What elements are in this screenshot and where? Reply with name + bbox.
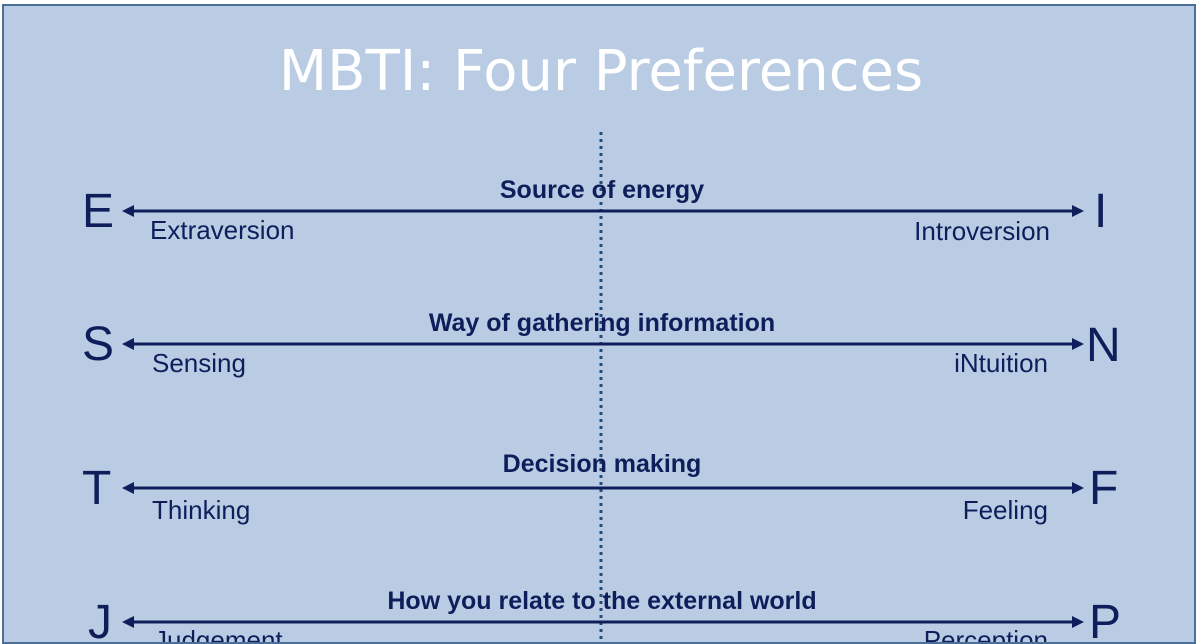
left-label: Thinking (152, 495, 251, 525)
row-heading: Decision making (502, 450, 702, 478)
double-arrow (122, 338, 1084, 350)
left-letter: J (88, 596, 112, 644)
left-label: Extraversion (150, 215, 295, 245)
row-heading: How you relate to the external world (387, 587, 817, 615)
right-letter: F (1089, 462, 1119, 515)
double-arrow (122, 205, 1084, 217)
center-dotted-divider (599, 132, 603, 642)
double-arrow (122, 482, 1084, 494)
left-letter: T (82, 462, 112, 515)
right-letter: N (1086, 319, 1121, 372)
right-letter: P (1089, 596, 1122, 644)
left-letter: E (82, 185, 115, 238)
left-letter: S (82, 318, 115, 371)
right-label: Feeling (962, 495, 1048, 525)
right-label: iNtuition (954, 348, 1048, 378)
right-letter: I (1094, 185, 1108, 238)
row-heading: Source of energy (499, 176, 705, 204)
row-heading: Way of gathering information (428, 309, 776, 337)
slide-title: MBTI: Four Preferences (278, 39, 924, 104)
right-label: Perception (923, 625, 1048, 644)
right-label: Introversion (914, 216, 1050, 246)
double-arrow (122, 616, 1084, 628)
left-label: Judgement (154, 625, 283, 644)
left-label: Sensing (152, 348, 246, 378)
slide: MBTI: Four Preferences Source of energy … (2, 4, 1196, 644)
